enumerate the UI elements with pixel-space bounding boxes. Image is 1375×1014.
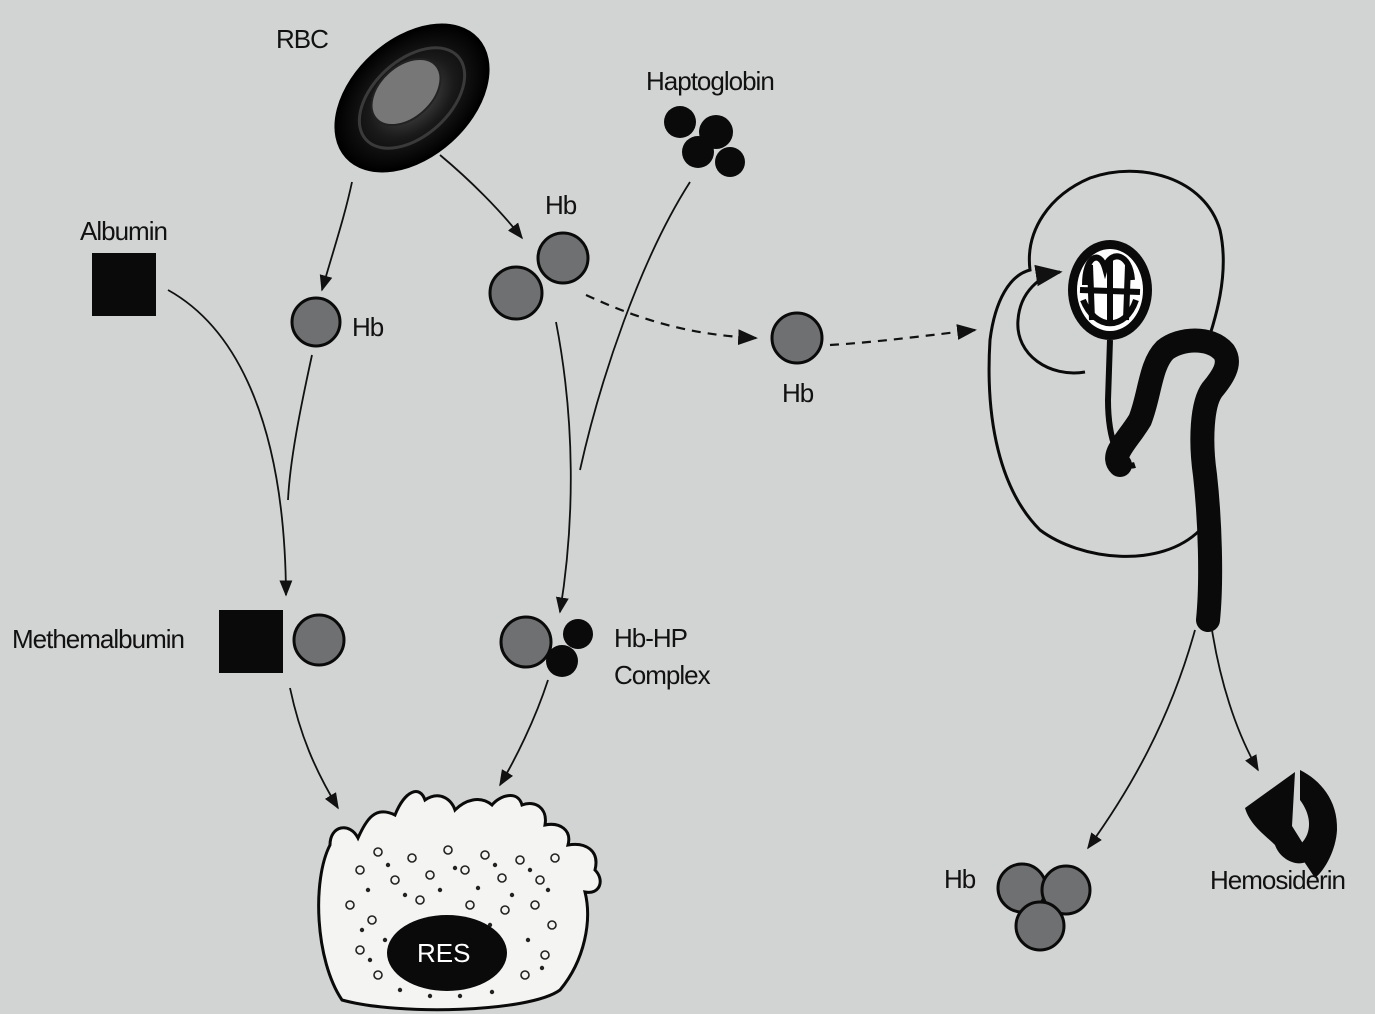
rbc-cell <box>334 23 490 173</box>
hb-left-label: Hb <box>352 312 384 342</box>
hb-right-label: Hb <box>782 378 814 408</box>
hb-hp-label-line2: Complex <box>614 660 711 690</box>
res-nucleus <box>387 915 507 991</box>
res-label: RES <box>417 938 470 968</box>
rbc-label: RBC <box>276 24 328 54</box>
hemosiderin-shape <box>1245 770 1338 878</box>
hb-center-label: Hb <box>545 190 577 220</box>
albumin-square <box>92 253 156 316</box>
hb-hp-complex <box>499 615 593 677</box>
res-macrophage <box>317 790 602 1012</box>
hb-molecule-pair <box>488 231 590 321</box>
hb-molecule-left <box>290 296 342 348</box>
methemalbumin-label: Methemalbumin <box>12 624 184 654</box>
hb-bottom-label: Hb <box>944 864 976 894</box>
hemosiderin-label: Hemosiderin <box>1210 865 1345 895</box>
methemalbumin-hb <box>292 613 346 667</box>
nephron <box>987 169 1239 632</box>
haptoglobin-label: Haptoglobin <box>646 66 774 96</box>
methemalbumin-square <box>219 610 283 673</box>
hb-cluster-excreted <box>996 862 1092 952</box>
hb-molecule-filtered <box>770 311 824 365</box>
albumin-label: Albumin <box>80 216 167 246</box>
haptoglobin-cluster <box>664 106 745 177</box>
dashed-arrows <box>585 294 977 347</box>
arrows <box>167 154 1259 850</box>
hb-hp-label-line1: Hb-HP <box>614 623 687 653</box>
